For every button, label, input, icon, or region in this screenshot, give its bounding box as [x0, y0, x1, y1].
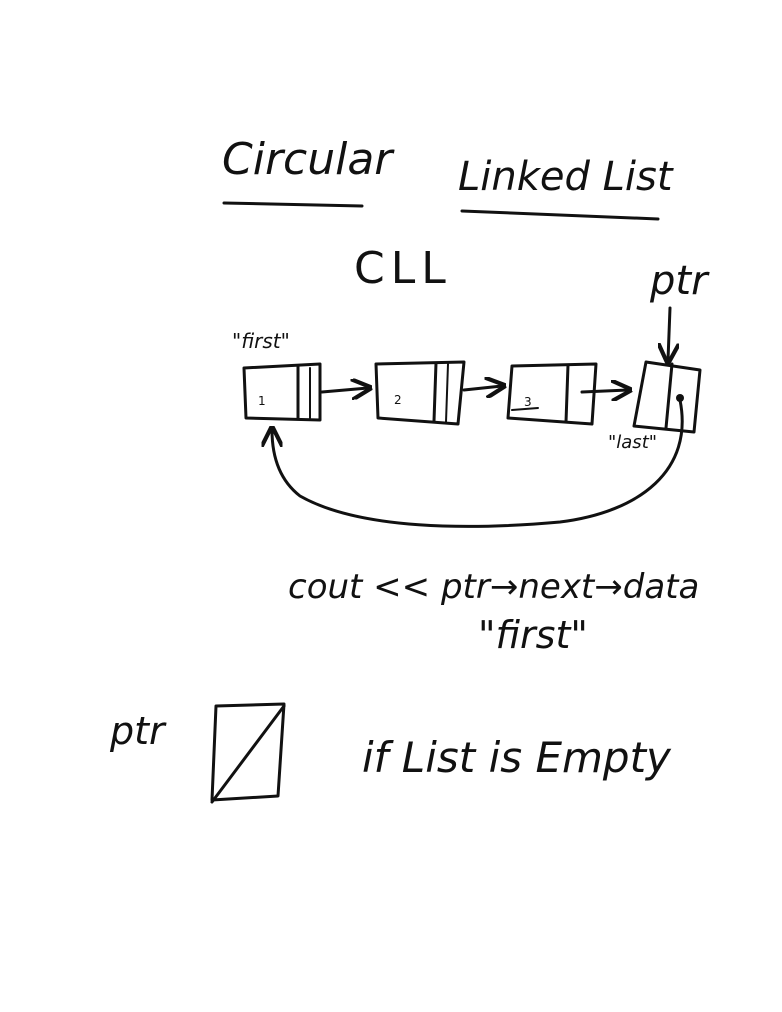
empty-pointer-box: [210, 702, 286, 804]
node-3-value: 3: [524, 395, 532, 409]
last-tag-label: "last": [608, 432, 657, 453]
node-3: 3: [506, 362, 598, 426]
link-arrow-1-2: [320, 388, 368, 392]
empty-list-caption: if List is Empty: [362, 733, 672, 782]
link-arrow-3-4: [580, 390, 628, 392]
null-slash: [210, 704, 286, 804]
node-1-value: 1: [258, 394, 266, 408]
node-1: 1: [242, 362, 322, 422]
code-line: cout << ptr→next→data: [288, 567, 699, 607]
node-4: 4: [632, 360, 702, 434]
title-word-circular: Circular: [222, 134, 395, 185]
title-underline-1: [222, 201, 364, 208]
ptr-arrow: [668, 306, 670, 360]
cll-abbreviation: CLL: [354, 243, 452, 294]
link-arrow-2-3: [462, 386, 502, 390]
circular-back-link-arrow: [272, 398, 684, 528]
node-4-value: 4: [652, 400, 659, 413]
first-tag-label: "first": [232, 329, 290, 353]
code-result: "first": [478, 613, 588, 657]
ptr-label: ptr: [649, 258, 710, 304]
node-2-value: 2: [394, 393, 402, 407]
title-word-linked-list: Linked List: [458, 154, 674, 200]
title-underline-2: [460, 209, 660, 221]
empty-ptr-label: ptr: [109, 709, 167, 753]
node-2: 2: [374, 360, 466, 426]
